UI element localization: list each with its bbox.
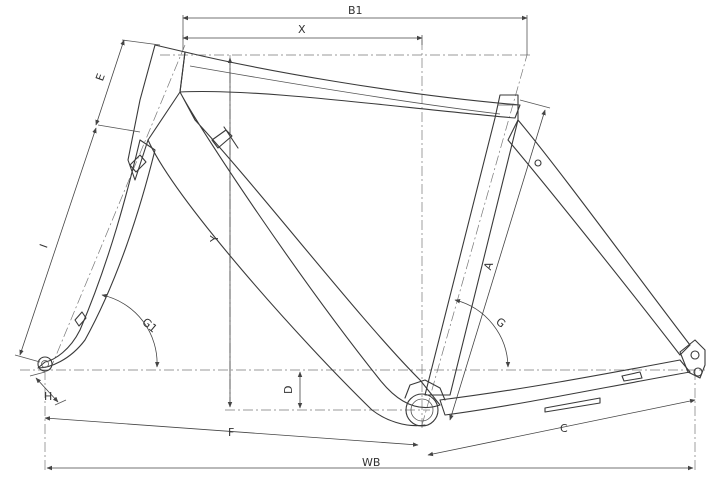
front-axle — [37, 356, 53, 372]
rear-dropout — [679, 339, 706, 379]
frame-outline — [37, 44, 706, 427]
label-wb: WB — [362, 456, 380, 469]
dim-h-line — [35, 377, 59, 403]
label-c: C — [560, 422, 568, 435]
dim-c-line — [427, 398, 696, 457]
label-f: F — [228, 426, 234, 439]
dim-f-line — [44, 416, 419, 447]
label-b1: B1 — [348, 4, 363, 17]
chainstay-protector — [544, 397, 601, 413]
chainstay-port — [621, 371, 643, 382]
dim-g1-arc — [101, 293, 160, 368]
dimension-labels: B1 X E I Y A G1 G D H F C WB — [37, 4, 568, 469]
rear-axle-hole — [693, 367, 703, 377]
label-e: E — [93, 72, 108, 83]
fork-leg — [37, 139, 156, 369]
top-tube — [179, 51, 521, 119]
rear-dropout-hole — [690, 350, 700, 360]
cable-port — [211, 129, 233, 149]
label-d: D — [282, 386, 295, 394]
fork-port — [129, 154, 147, 173]
dim-i-line — [19, 127, 97, 356]
seat-stay — [507, 119, 691, 356]
bridge-bolt — [534, 159, 542, 167]
label-g1: G1 — [139, 315, 159, 335]
dim-a-line — [449, 109, 546, 421]
label-i: I — [37, 242, 50, 250]
head-tube-axis — [49, 44, 186, 371]
down-tube — [179, 91, 441, 409]
dim-e-line — [95, 39, 125, 126]
chain-stay — [439, 359, 691, 416]
label-a: A — [481, 260, 496, 272]
label-h: H — [44, 390, 52, 403]
label-y: Y — [208, 235, 221, 243]
dim-g-arc — [454, 299, 511, 368]
label-x: X — [298, 23, 306, 36]
dimensions — [14, 15, 696, 471]
